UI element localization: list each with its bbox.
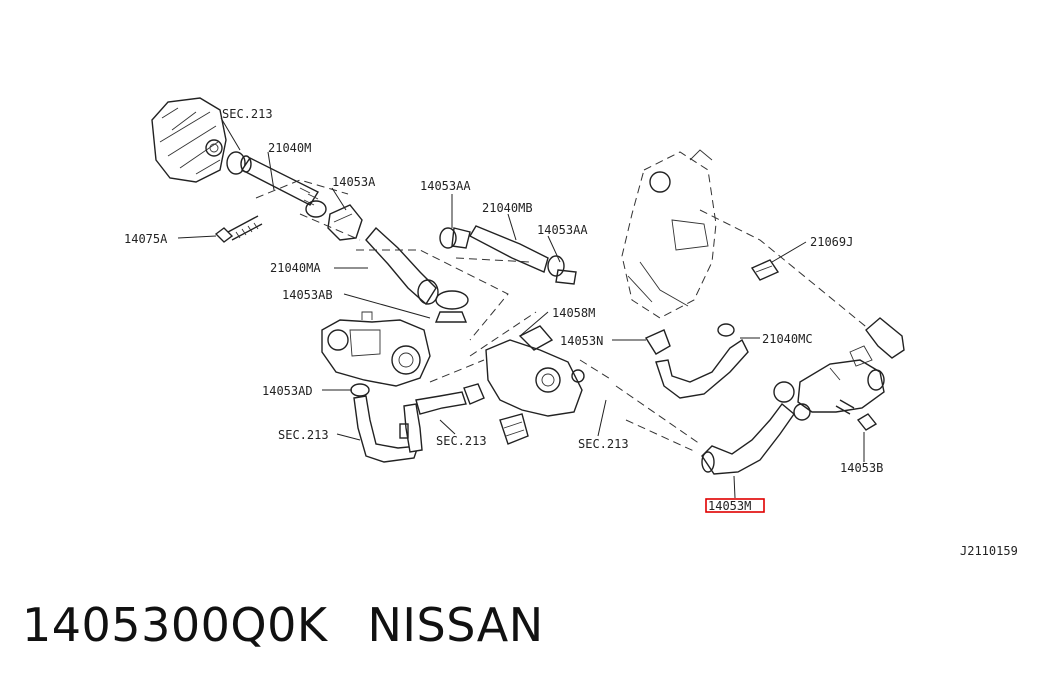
hose-left-sec213 — [350, 383, 423, 463]
label-21040MB[interactable]: 21040MB — [482, 201, 533, 215]
label-14075A[interactable]: 14075A — [124, 232, 168, 246]
bypass-hose — [415, 383, 485, 415]
hose-21040MC — [655, 323, 749, 399]
part-number: 1405300Q0K — [22, 598, 328, 652]
highlight-box — [705, 498, 765, 513]
label-14053N[interactable]: 14053N — [560, 334, 603, 348]
label-sec213-right[interactable]: SEC.213 — [578, 437, 629, 451]
label-14053AA-2[interactable]: 14053AA — [537, 223, 588, 237]
alternator-assembly — [151, 97, 246, 183]
label-sec213-left[interactable]: SEC.213 — [278, 428, 329, 442]
tube-21040M — [240, 155, 327, 218]
label-14053AA-1[interactable]: 14053AA — [420, 179, 471, 193]
label-21040MC[interactable]: 21040MC — [762, 332, 813, 346]
leader-lines — [177, 117, 865, 499]
label-14053AB[interactable]: 14053AB — [282, 288, 333, 302]
clamp-14053AB — [434, 290, 469, 323]
water-outlet-assembly — [773, 317, 905, 421]
turbo-manifold — [621, 149, 871, 331]
clamp-14053N — [644, 329, 671, 355]
label-14053B[interactable]: 14053B — [840, 461, 883, 475]
label-14058M[interactable]: 14058M — [552, 306, 595, 320]
clip-21069J — [750, 259, 780, 281]
label-21040MA[interactable]: 21040MA — [270, 261, 321, 275]
parts-diagram: SEC.213 21040M 14053A 14053AA 21040MB 14… — [124, 97, 1018, 558]
bolt-14053B — [835, 399, 878, 431]
label-sec213-mid[interactable]: SEC.213 — [436, 434, 487, 448]
label-sec213-top[interactable]: SEC.213 — [222, 107, 273, 121]
egr-valve-assembly — [485, 325, 585, 445]
hose-14053M — [701, 402, 795, 475]
label-14053A[interactable]: 14053A — [332, 175, 376, 189]
throttle-assembly — [321, 311, 431, 387]
label-21069J[interactable]: 21069J — [810, 235, 853, 249]
clamp-14053A — [327, 204, 363, 241]
label-14053AD[interactable]: 14053AD — [262, 384, 313, 398]
brand-name: NISSAN — [367, 598, 544, 652]
label-21040M[interactable]: 21040M — [268, 141, 311, 155]
hose-21040MA — [365, 226, 439, 306]
caption: 1405300Q0K NISSAN — [22, 598, 544, 652]
part-labels: SEC.213 21040M 14053A 14053AA 21040MB 14… — [124, 107, 1018, 558]
label-14053M[interactable]: 14053M — [708, 499, 751, 513]
hose-21040MB — [439, 225, 577, 285]
bolt-14075A — [214, 215, 263, 243]
diagram-code: J2110159 — [960, 544, 1018, 558]
